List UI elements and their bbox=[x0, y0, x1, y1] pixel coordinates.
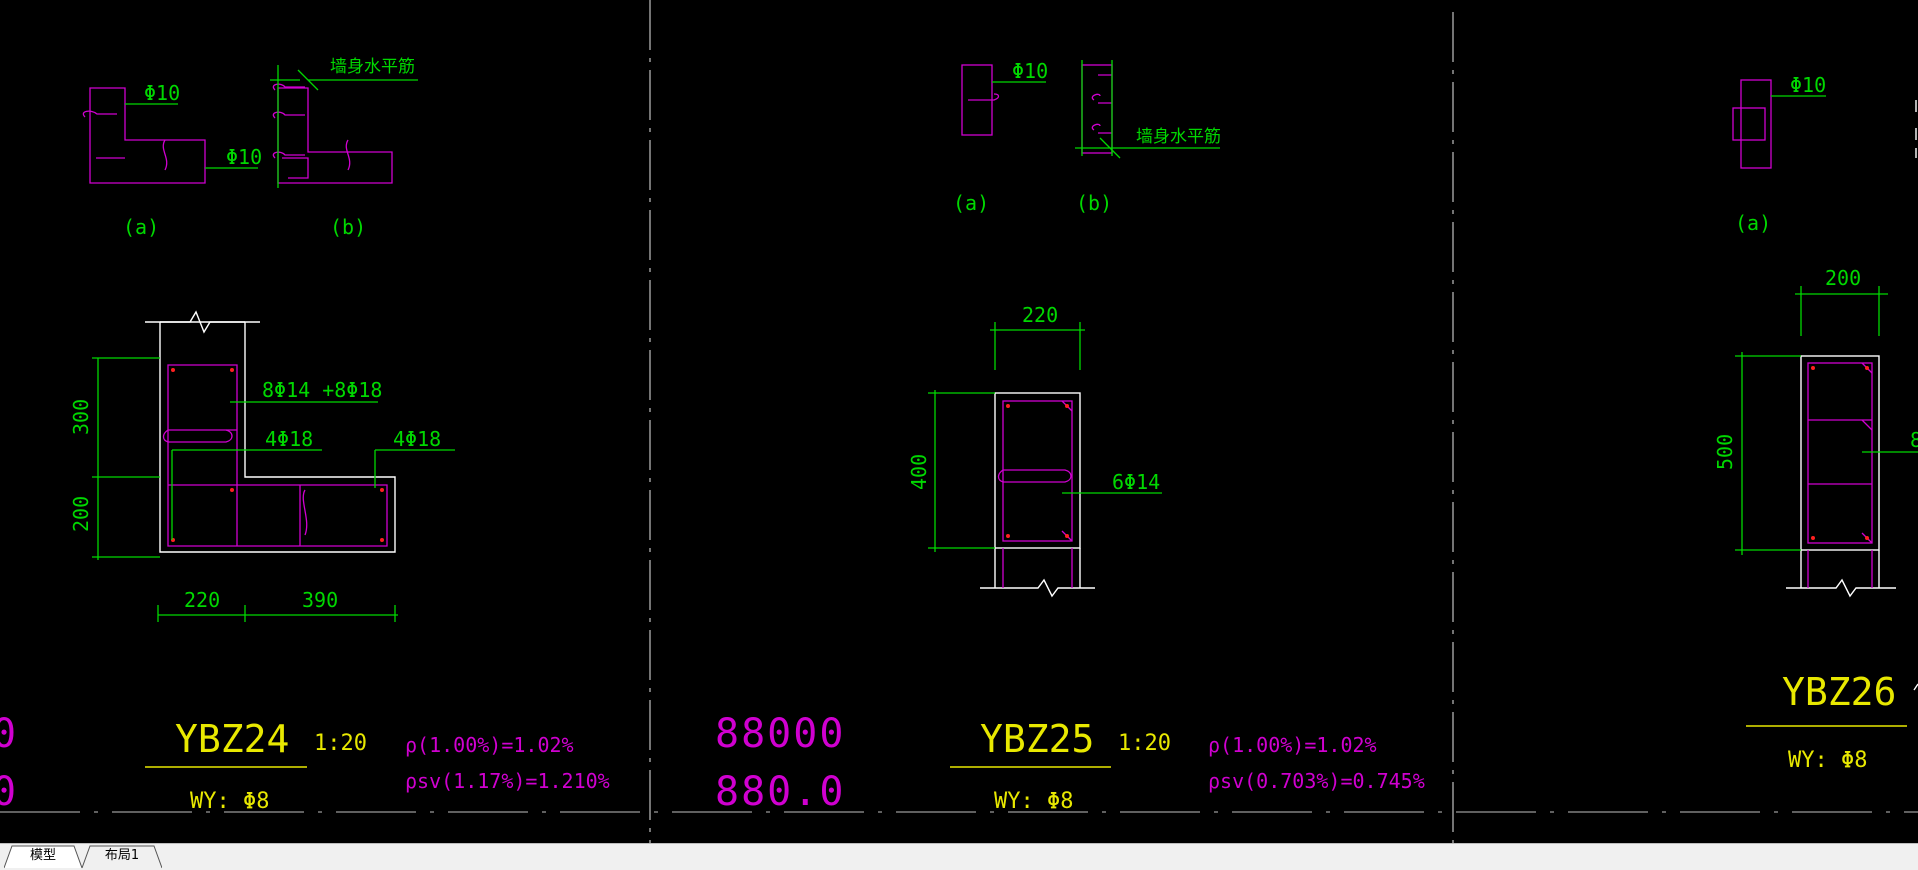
ybz25-ratio-2: ρsv(0.703%)=0.745% bbox=[1208, 769, 1425, 793]
ybz24-wy-label: WY: Φ8 bbox=[190, 789, 269, 814]
ybz26-wy-label: WY: Φ8 bbox=[1788, 748, 1867, 773]
ybz26-dim-1: 200 bbox=[1825, 266, 1861, 290]
ybz24-dim-4: 390 bbox=[302, 588, 338, 612]
ybz24-bar-label-1: 8Φ14 +8Φ18 bbox=[262, 378, 382, 402]
ybz25-detail-a[interactable]: Φ10 (a) bbox=[953, 59, 1048, 215]
ybz24-scale: 1:20 bbox=[314, 731, 367, 756]
ybz24-detail-b[interactable]: 墙身水平筋 (b) bbox=[270, 57, 418, 239]
ybz24-section[interactable]: 8Φ14 +8Φ18 4Φ18 4Φ18 300 200 220 390 bbox=[69, 310, 455, 622]
ybz25-detail-a-label: (a) bbox=[953, 191, 989, 215]
ybz25-detail-b[interactable]: 墙身水平筋 (b) bbox=[1075, 60, 1221, 215]
elevation-clip-1: 0 bbox=[0, 711, 16, 757]
ybz24-title-block[interactable]: YBZ24 1:20 WY: Φ8 ρ(1.00%)=1.02% ρsv(1.1… bbox=[145, 717, 610, 814]
tab-model-shape bbox=[4, 845, 82, 869]
ybz26-title-block[interactable]: YBZ26 WY: Φ8 bbox=[1746, 670, 1907, 773]
ybz24-detail-b-label: (b) bbox=[330, 215, 366, 239]
ybz25-detail-b-label: (b) bbox=[1076, 191, 1112, 215]
ybz25-detail-b-note: 墙身水平筋 bbox=[1136, 127, 1221, 147]
ybz24-ratio-2: ρsv(1.17%)=1.210% bbox=[405, 769, 610, 793]
ybz24-ratio-1: ρ(1.00%)=1.02% bbox=[405, 733, 574, 757]
ybz25-detail-a-bar-1: Φ10 bbox=[1012, 59, 1048, 83]
ybz24-detail-a-bar-2: Φ10 bbox=[226, 145, 262, 169]
ybz24-detail-a-bar-1: Φ10 bbox=[144, 81, 180, 105]
ybz26-section[interactable]: 8 200 500 bbox=[1713, 266, 1918, 598]
ybz25-name: YBZ25 bbox=[980, 717, 1094, 761]
clipped-marks bbox=[1913, 683, 1918, 691]
ybz25-section[interactable]: 6Φ14 220 400 bbox=[907, 303, 1162, 598]
ybz25-ratio-1: ρ(1.00%)=1.02% bbox=[1208, 733, 1377, 757]
drawing-canvas[interactable]: .g { fill:none; stroke:#00d800; stroke-w… bbox=[0, 0, 1918, 843]
ybz26-dim-2: 500 bbox=[1713, 434, 1737, 470]
ybz24-detail-a[interactable]: Φ10 Φ10 (a) bbox=[82, 81, 262, 239]
ybz26-detail-a-bar-1: Φ10 bbox=[1790, 73, 1826, 97]
tab-layout1-shape bbox=[82, 845, 162, 869]
layout-tab-bar: 模型 布局1 bbox=[0, 843, 1918, 870]
ybz24-bar-label-3: 4Φ18 bbox=[393, 427, 441, 451]
ybz25-dim-1: 220 bbox=[1022, 303, 1058, 327]
ybz26-name: YBZ26 bbox=[1782, 670, 1896, 714]
elevation-value-1: 88000 bbox=[715, 711, 845, 757]
ybz26-bar-label-1: 8 bbox=[1910, 428, 1918, 452]
ybz24-detail-b-note: 墙身水平筋 bbox=[330, 57, 415, 77]
ybz26-detail-a[interactable]: Φ10 (a) bbox=[1732, 73, 1826, 235]
ybz24-detail-a-label: (a) bbox=[123, 215, 159, 239]
tab-model[interactable]: 模型 bbox=[4, 845, 82, 869]
ybz25-dim-2: 400 bbox=[907, 454, 931, 490]
tab-layout1-label: 布局1 bbox=[104, 848, 140, 863]
ybz25-wy-label: WY: Φ8 bbox=[994, 789, 1073, 814]
ybz25-scale: 1:20 bbox=[1118, 731, 1171, 756]
ybz25-title-block[interactable]: YBZ25 1:20 WY: Φ8 ρ(1.00%)=1.02% ρsv(0.7… bbox=[950, 717, 1425, 814]
ybz24-dim-1: 300 bbox=[69, 399, 93, 435]
ybz26-detail-a-label: (a) bbox=[1735, 211, 1771, 235]
ybz25-bar-label-1: 6Φ14 bbox=[1112, 470, 1160, 494]
ybz24-dim-2: 200 bbox=[69, 496, 93, 532]
ybz24-dim-3: 220 bbox=[184, 588, 220, 612]
elevation-clip-2: 0 bbox=[0, 769, 16, 815]
tab-model-label: 模型 bbox=[29, 848, 56, 863]
elevation-value-2: 880.0 bbox=[715, 769, 845, 815]
ybz24-name: YBZ24 bbox=[175, 717, 289, 761]
tab-layout1[interactable]: 布局1 bbox=[82, 845, 162, 869]
ybz24-bar-label-2: 4Φ18 bbox=[265, 427, 313, 451]
